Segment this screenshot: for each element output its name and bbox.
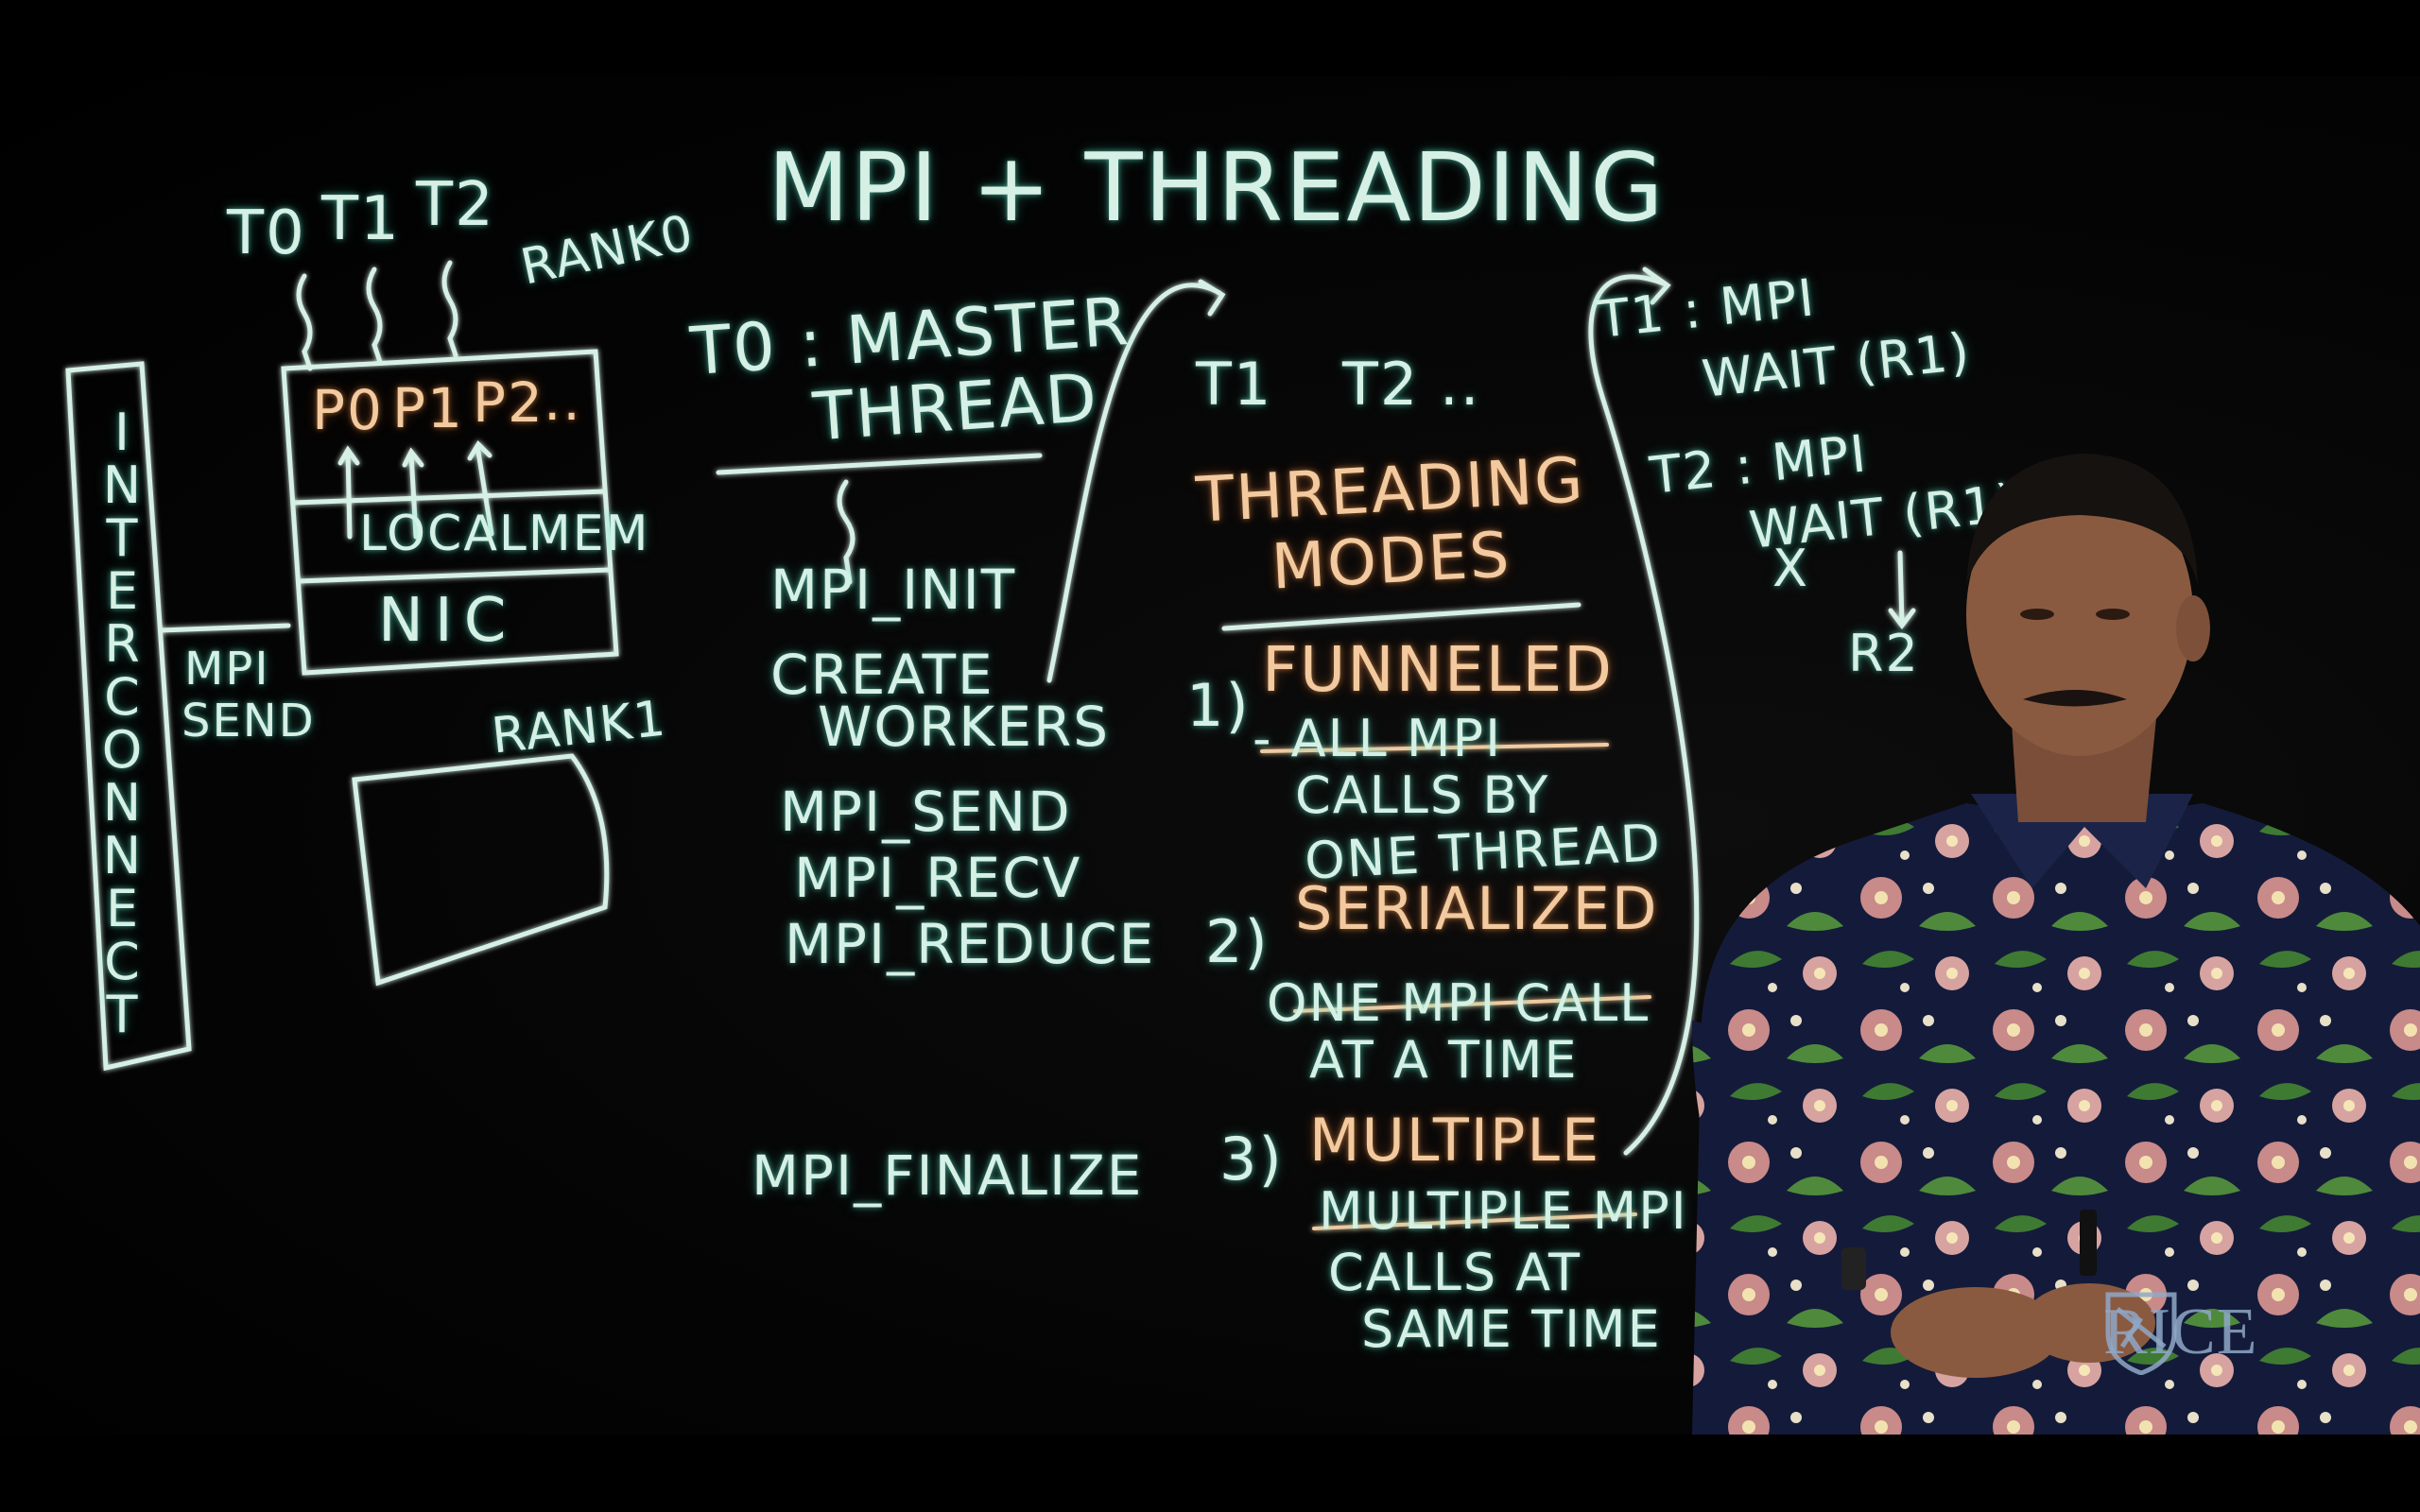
wait-t2-r2: R2 — [1848, 624, 1920, 683]
mode-3-name: MULTIPLE — [1309, 1106, 1601, 1175]
mode-2-name: SERIALIZED — [1295, 874, 1659, 943]
thread-t0-label: T0 — [227, 198, 306, 268]
mode-1-name: FUNNELED — [1262, 633, 1615, 706]
call-mpi-init: MPI_INIT — [770, 558, 1017, 622]
call-mpi-finalize: MPI_FINALIZE — [752, 1143, 1144, 1208]
presenter — [1692, 454, 2420, 1435]
thread-t1-label: T1 — [321, 184, 401, 254]
proc-p1-label: P1 — [392, 376, 464, 440]
interconnect-label: INTERCONNECT — [101, 403, 145, 1044]
shield-icon — [2105, 1292, 2177, 1375]
rice-logo: RICE — [2103, 1290, 2257, 1375]
call-workers: WORKERS — [818, 695, 1111, 759]
mode-2-desc-1: ONE MPI CALL — [1267, 973, 1651, 1033]
call-mpi-reduce: MPI_REDUCE — [785, 912, 1156, 976]
wait-t2-cross: X — [1772, 539, 1809, 598]
mode-2-desc-2: AT A TIME — [1309, 1030, 1579, 1090]
rice-logo-text: RICE — [2103, 1296, 2258, 1368]
mode-2-number: 2) — [1205, 907, 1270, 976]
mpi-send-label-2: SEND — [182, 695, 316, 747]
board-title: MPI + THREADING — [768, 132, 1666, 243]
worker-t1-label: T1 — [1196, 350, 1273, 419]
mode-3-number: 3) — [1219, 1125, 1284, 1194]
call-create: CREATE — [770, 643, 994, 707]
board-drawings — [65, 260, 1916, 1230]
proc-p0-label: P0 — [312, 378, 384, 442]
mode-1-desc-1: - ALL MPI — [1253, 709, 1503, 768]
proc-p2-label: P2 — [473, 370, 544, 435]
proc-more-label: .. — [544, 369, 582, 433]
video-frame: MPI + THREADING T0 T1 T2 RANK0 P0 P1 P2 … — [0, 76, 2420, 1435]
nic-label: NIC — [378, 586, 518, 656]
letterbox-bottom — [0, 1435, 2420, 1512]
call-mpi-send: MPI_SEND — [780, 780, 1072, 844]
mode-3-desc-2: CALLS AT — [1328, 1243, 1582, 1302]
thread-t2-label: T2 — [416, 170, 495, 240]
letterbox-top — [0, 0, 2420, 76]
worker-t2-label: T2 .. — [1342, 350, 1481, 419]
localmem-label: LOCALMEM — [359, 506, 650, 562]
mode-1-desc-2: CALLS BY — [1295, 765, 1550, 825]
mode-1-number: 1) — [1186, 671, 1251, 740]
mode-3-desc-1: MULTIPLE MPI — [1319, 1181, 1688, 1241]
call-mpi-recv: MPI_RECV — [794, 846, 1082, 910]
mode-3-desc-3: SAME TIME — [1361, 1299, 1662, 1359]
mpi-send-label-1: MPI — [184, 643, 270, 696]
